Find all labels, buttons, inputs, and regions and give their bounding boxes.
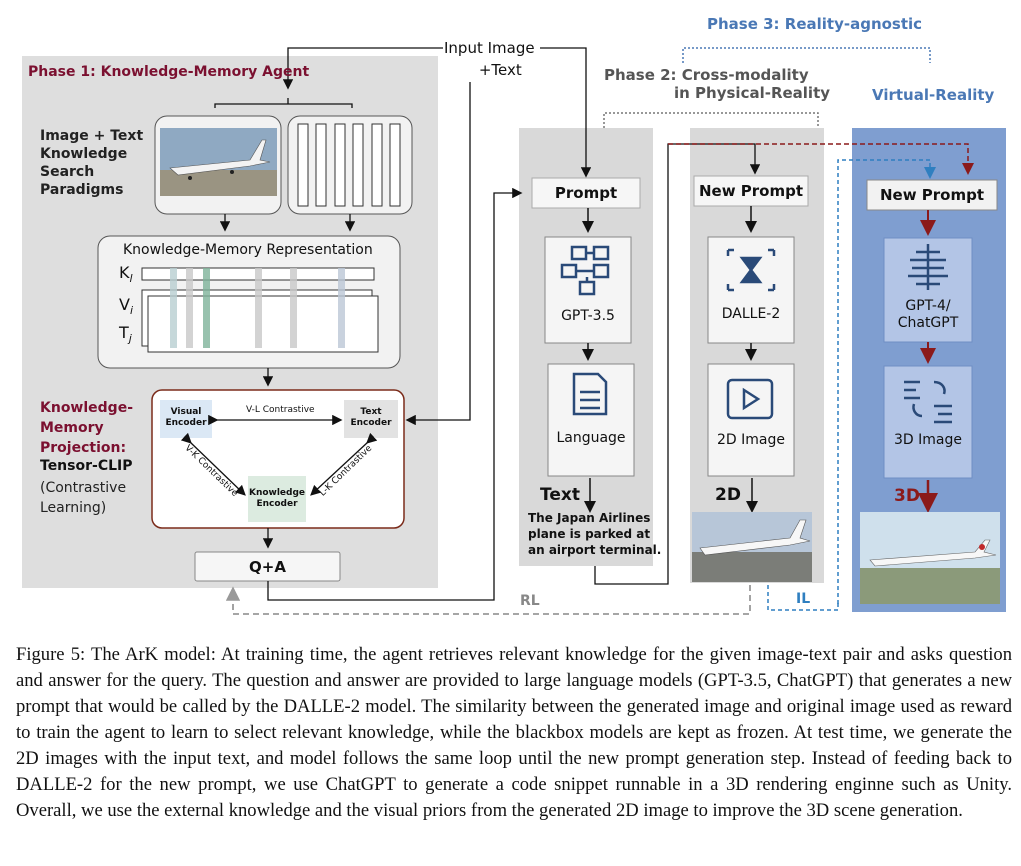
memory-strips [297, 123, 401, 207]
text-output-label: Text [540, 485, 580, 505]
qa-label: Q+A [249, 558, 286, 576]
out3d-label: 3D [894, 486, 920, 506]
row-k: Kl [119, 263, 133, 286]
il-label: IL [796, 591, 811, 607]
contrastive-label: (Contrastive Learning) [40, 480, 127, 516]
prompt-label: Prompt [554, 184, 618, 202]
new-prompt-label-3: New Prompt [879, 186, 985, 204]
phase2-title: Phase 2: Cross-modality in Physical-Real… [604, 66, 831, 102]
rl-label: RL [520, 593, 540, 609]
phase3-bracket [682, 47, 931, 63]
gpt4-label: GPT-4/ChatGPT [897, 298, 959, 331]
gpt35-label: GPT-3.5 [561, 308, 615, 324]
input-label: Input Image +Text [444, 39, 535, 79]
dalle-label: DALLE-2 [721, 306, 781, 322]
tensor-clip-label: Tensor-CLIP [40, 458, 133, 474]
virtual-reality-title: Virtual-Reality [872, 86, 995, 104]
row-v: Vi [119, 295, 134, 318]
image3d-label: 3D Image [894, 432, 962, 448]
phase2-bracket [603, 112, 819, 128]
vl-contrastive: V-L Contrastive [246, 405, 315, 415]
image2d-label: 2D Image [717, 432, 785, 448]
out2d-label: 2D [715, 485, 741, 505]
kmr-title: Knowledge-Memory Representation [123, 242, 373, 258]
phase3-title: Phase 3: Reality-agnostic [707, 15, 923, 33]
new-prompt-label-2: New Prompt [698, 182, 804, 200]
diagram-canvas [22, 47, 1006, 615]
phase1-title: Phase 1: Knowledge-Memory Agent [28, 64, 310, 80]
text-output-desc: The Japan Airlines plane is parked at an… [528, 511, 662, 557]
language-label: Language [556, 430, 626, 446]
figure-caption: Figure 5: The ArK model: At training tim… [16, 644, 1012, 821]
projection-label: Knowledge- Memory Projection: [40, 400, 134, 456]
row-t: Tj [119, 323, 132, 346]
search-paradigms-label: Image + Text Knowledge Search Paradigms [40, 128, 144, 198]
ark-diagram: Input Image +Text Phase 1: Knowledge-Mem… [22, 15, 1006, 615]
